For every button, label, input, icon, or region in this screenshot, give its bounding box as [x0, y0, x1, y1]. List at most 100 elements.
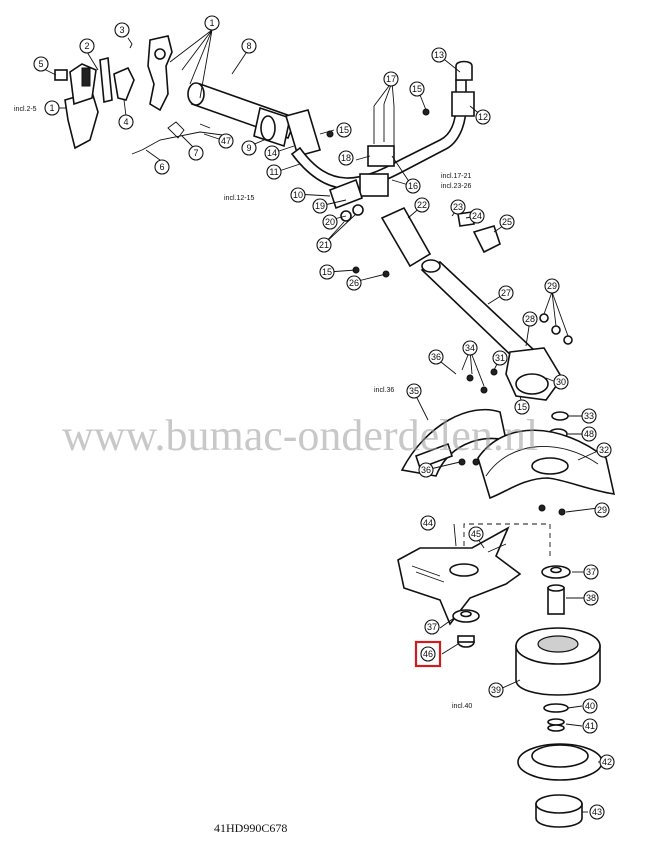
svg-text:43: 43	[592, 807, 602, 817]
highlight-box-part-46	[414, 640, 442, 668]
svg-text:38: 38	[586, 593, 596, 603]
svg-text:15: 15	[517, 402, 527, 412]
callout-34: 34	[462, 340, 478, 356]
callout-27: 27	[498, 285, 514, 301]
svg-text:9: 9	[246, 143, 251, 153]
grip-part-9	[253, 106, 291, 148]
svg-text:23: 23	[453, 202, 463, 212]
svg-text:28: 28	[525, 314, 535, 324]
callout-31: 31	[492, 350, 508, 366]
clip-part-3	[127, 37, 133, 49]
callout-43: 43	[589, 804, 605, 820]
callout-37-right: 37	[583, 564, 599, 580]
screws-misc	[326, 108, 566, 516]
shaft-tube-part-27	[420, 259, 536, 364]
svg-text:46: 46	[423, 649, 433, 659]
callout-36a: 36	[428, 349, 444, 365]
bracket-part-1b	[147, 35, 173, 112]
switch-part-4	[113, 66, 135, 101]
svg-text:8: 8	[246, 41, 251, 51]
callout-42: 42	[599, 754, 615, 770]
svg-text:26: 26	[349, 278, 359, 288]
callout-47: 47	[218, 133, 234, 149]
spring-part-41	[547, 718, 565, 732]
callout-14: 14	[264, 145, 280, 161]
svg-text:16: 16	[408, 181, 418, 191]
svg-text:6: 6	[159, 162, 164, 172]
svg-text:39: 39	[491, 685, 501, 695]
note-incl-12-15: incl.12-15	[224, 195, 254, 202]
callout-15d: 15	[514, 399, 530, 415]
svg-text:36: 36	[421, 465, 431, 475]
svg-text:47: 47	[221, 136, 231, 146]
bolts-part-29	[539, 313, 573, 345]
callout-8: 8	[241, 38, 257, 54]
svg-text:11: 11	[269, 167, 278, 177]
callout-15b: 15	[409, 81, 425, 97]
callout-15c: 15	[319, 264, 335, 280]
washer-part-33	[551, 411, 569, 421]
callout-20: 20	[322, 214, 338, 230]
svg-text:32: 32	[599, 445, 609, 455]
svg-text:29: 29	[597, 505, 607, 515]
callout-30: 30	[553, 374, 569, 390]
svg-text:13: 13	[434, 50, 444, 60]
svg-text:37: 37	[427, 622, 437, 632]
ring-part-40	[543, 703, 569, 713]
callout-39: 39	[488, 682, 504, 698]
knob-part-43	[535, 794, 583, 828]
svg-text:5: 5	[38, 59, 43, 69]
nuts-part-20	[340, 204, 364, 222]
callout-48: 48	[581, 426, 597, 442]
svg-text:45: 45	[471, 529, 481, 539]
callout-21: 21	[316, 237, 332, 253]
callout-40: 40	[582, 698, 598, 714]
svg-text:20: 20	[325, 217, 335, 227]
callout-29b: 29	[594, 502, 610, 518]
spacer-part-38	[547, 584, 565, 615]
svg-text:42: 42	[602, 757, 612, 767]
callout-23: 23	[450, 199, 466, 215]
shaft-coupler-part-22	[380, 206, 432, 268]
note-incl-36: incl.36	[374, 387, 394, 394]
nut-part-46	[457, 635, 475, 648]
callout-3: 3	[114, 22, 130, 38]
callout-9: 9	[241, 140, 257, 156]
callout-17: 17	[383, 71, 399, 87]
callout-44: 44	[420, 515, 436, 531]
clamp-part-7	[167, 121, 185, 139]
washer-part-37-left	[452, 609, 480, 623]
svg-text:30: 30	[556, 377, 566, 387]
svg-text:1: 1	[209, 18, 214, 28]
svg-text:18: 18	[341, 153, 351, 163]
svg-text:21: 21	[319, 240, 329, 250]
callout-26: 26	[346, 275, 362, 291]
blade-part-44	[397, 526, 522, 626]
callout-5: 5	[33, 56, 49, 72]
svg-text:36: 36	[431, 352, 441, 362]
callout-7: 7	[188, 145, 204, 161]
grip-part-14	[284, 109, 322, 157]
note-incl-40: incl.40	[452, 703, 472, 710]
callout-4: 4	[118, 114, 134, 130]
clamp-part-10	[328, 178, 364, 210]
engine-housing-part-1	[64, 63, 99, 150]
svg-text:3: 3	[119, 25, 124, 35]
throttle-trigger-part-2	[99, 56, 113, 104]
knob-part-25	[472, 225, 501, 254]
svg-text:33: 33	[584, 411, 594, 421]
callout-37-left: 37	[424, 619, 440, 635]
svg-text:34: 34	[465, 343, 475, 353]
svg-text:37: 37	[586, 567, 596, 577]
callout-45: 45	[468, 526, 484, 542]
svg-text:31: 31	[495, 353, 505, 363]
callout-16: 16	[405, 178, 421, 194]
svg-text:10: 10	[293, 190, 303, 200]
svg-text:22: 22	[417, 200, 427, 210]
trimmer-head-part-39	[515, 627, 601, 696]
shield-part-32	[477, 429, 616, 500]
svg-text:1: 1	[49, 103, 54, 113]
model-number: 41HD990C678	[214, 821, 287, 835]
watermark: www.bumac-onderdelen.nl	[62, 411, 538, 460]
